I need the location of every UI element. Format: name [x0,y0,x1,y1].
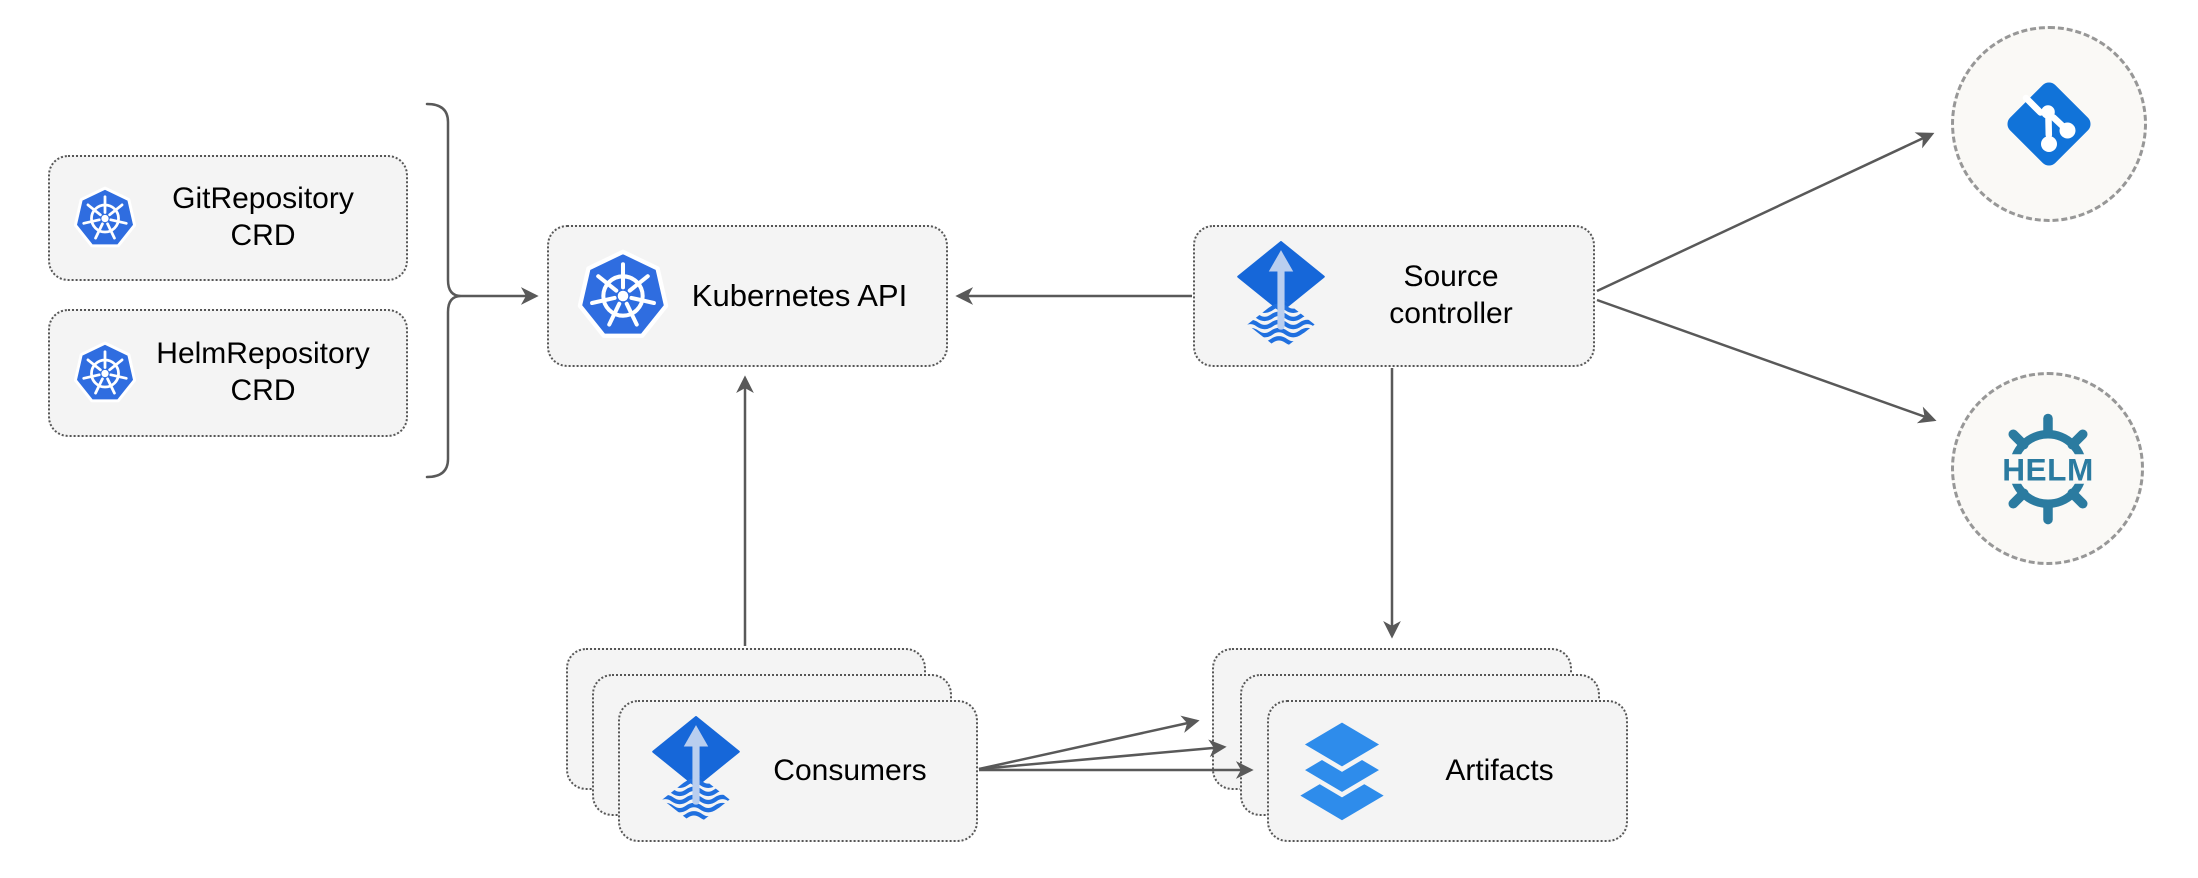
node-label: GitRepository CRD [172,182,354,252]
kubernetes-icon [72,184,138,253]
edge-source-controller-to-git-remote [1596,132,1935,293]
edge-consumers-to-artifacts-back [978,715,1200,771]
kubernetes-icon [575,246,671,346]
flux-source-icon [1235,241,1327,351]
crd-group-bracket [425,102,462,479]
node-label: HelmRepository CRD [156,337,370,407]
git-icon [2007,82,2091,166]
node-label: Kubernetes API [691,278,908,314]
flux-source-icon [650,716,742,826]
node-helmrepository-crd: HelmRepository CRD [48,309,408,437]
helm-icon-text: HELM [2002,451,2094,487]
node-kubernetes-api: Kubernetes API [547,225,948,367]
node-git-remote [1951,26,2147,222]
kubernetes-icon [72,339,138,408]
helm-icon: HELM [1993,413,2102,524]
node-artifacts: Artifacts [1267,700,1628,842]
node-consumers: Consumers [618,700,978,842]
node-gitrepository-crd: GitRepository CRD [48,155,408,281]
node-label: Consumers [773,753,927,787]
edge-consumers-to-artifacts-middle [978,739,1227,771]
node-source-controller: Source controller [1193,225,1595,367]
layers-icon [1293,718,1391,824]
node-label: Artifacts [1445,753,1554,787]
edge-source-controller-to-helm-remote [1596,298,1937,424]
node-helm-remote: HELM [1951,372,2144,565]
node-label: Source controller [1389,260,1513,330]
